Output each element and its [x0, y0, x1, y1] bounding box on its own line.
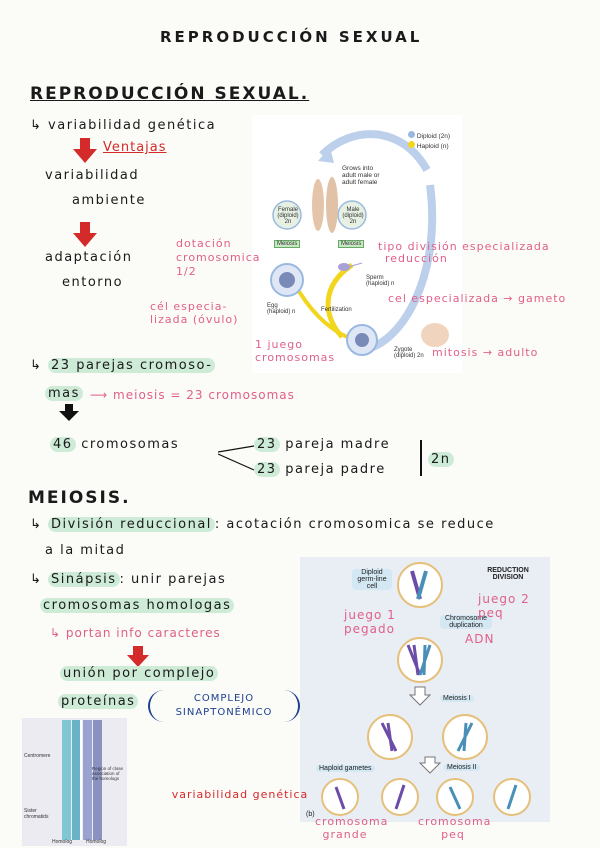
- annotation-ovulo: cél especia- lizada (óvulo): [150, 300, 239, 326]
- annotation-dotacion: dotación cromosomica 1/2: [176, 237, 261, 278]
- reduction-drawing: [321, 562, 531, 816]
- arrow-curve-icon: ↳: [50, 626, 66, 640]
- down-arrow-icon: [73, 138, 97, 163]
- adaptacion-1: adaptación: [45, 250, 133, 265]
- union-line: unión por complejo: [60, 666, 219, 681]
- annotation-variabilidad: variabilidad genética: [171, 788, 309, 801]
- down-arrow-icon: [59, 404, 79, 421]
- sperm-label: Sperm (haploid) n: [366, 275, 395, 287]
- pareja-madre: 23 pareja madre: [254, 437, 390, 452]
- complejo-sinaptonemico: COMPLEJO SINAPTONÉMICO: [148, 690, 300, 722]
- meiosis-1-label: Meiosis I: [440, 695, 474, 702]
- annotation-juego1: juego 1 pegado: [344, 608, 396, 636]
- brace-line: [420, 440, 422, 476]
- figure-b-label: (b): [306, 811, 315, 818]
- fertilization-label: Fertilization: [321, 307, 352, 313]
- two-n: 2n: [428, 452, 454, 467]
- meiosis-right-box: Meiosis: [338, 240, 365, 248]
- pareja-padre: 23 pareja padre: [254, 462, 386, 477]
- reduction-title: REDUCTION DIVISION: [487, 567, 529, 581]
- variabilidad-ambiente-1: variabilidad: [45, 168, 140, 183]
- parejas-line: ↳ 23 parejas cromoso-: [30, 358, 216, 373]
- annotation-mitosis: mitosis → adulto: [432, 346, 539, 359]
- proteinas-line: proteínas: [58, 694, 139, 709]
- sinapsis-line: ↳ Sinápsis: unir parejas: [30, 572, 227, 587]
- male-label: Male (diploid) 2n: [342, 207, 364, 225]
- sister-label: Sister chromatids: [24, 808, 49, 820]
- synapsis-drawing: [62, 720, 102, 840]
- arrow-l-icon: ↳: [30, 358, 49, 373]
- synapsis-figure: Centromere Region of close association o…: [22, 718, 127, 846]
- zygote-label: Zygote (diploid) 2n: [394, 347, 424, 359]
- variabilidad-ambiente-2: ambiente: [72, 193, 146, 208]
- life-cycle-figure: Diploid (2n) Haploid (n) Grows into adul…: [252, 115, 462, 373]
- chromosome-dup-label: Chromosome duplication: [440, 615, 492, 629]
- meiosis-left-box: Meiosis: [274, 240, 301, 248]
- annotation-cromosoma-grande: cromosoma grande: [315, 815, 389, 841]
- section-heading-meiosis: MEIOSIS.: [28, 488, 131, 508]
- annotation-tipo-division: tipo división especializada: [378, 240, 550, 253]
- arrow-l-icon: ↳: [30, 572, 49, 587]
- homolog-label-1: Homolog: [52, 839, 73, 845]
- arrow-right-icon: ⟶: [90, 388, 114, 402]
- total-cromosomas: 46 cromosomas: [50, 437, 179, 452]
- legend-haploid: Haploid (n): [408, 141, 449, 150]
- annotation-reduccion: reducción: [385, 252, 448, 265]
- section-heading-reproduccion: REPRODUCCIÓN SEXUAL.: [30, 84, 310, 104]
- female-label: Female (diploid) 2n: [277, 207, 299, 225]
- meiosis-2-label: Meiosis II: [444, 764, 480, 771]
- homologas-line: cromosomas homologas: [40, 598, 235, 613]
- diploid-cell-label: Diploid germ-line cell: [352, 569, 392, 590]
- annotation-cel-especializada: cel especializada → gameto: [388, 292, 567, 305]
- arrow-l-icon: ↳: [30, 118, 49, 133]
- arrow-l-icon: ↳: [30, 517, 49, 532]
- meiosis-equation: ⟶ meiosis = 23 cromosomas: [90, 388, 295, 402]
- haploid-swatch: [408, 141, 415, 148]
- legend-diploid: Diploid (2n): [408, 131, 450, 140]
- homolog-label-2: Homolog: [86, 839, 107, 845]
- haploid-gametes-label: Haploid gametes: [316, 765, 375, 772]
- page-title: REPRODUCCIÓN SEXUAL: [160, 28, 423, 46]
- parejas-line-2: mas: [45, 386, 83, 401]
- ventajas-label: Ventajas: [103, 140, 167, 155]
- centromere-label: Centromere: [24, 753, 51, 759]
- region-label: Region of close association of the homol…: [92, 766, 124, 781]
- branch-lines: [218, 445, 255, 471]
- annotation-juego: 1 juego cromosomas: [255, 338, 336, 364]
- portan-line: ↳ portan info caracteres: [50, 626, 221, 640]
- down-arrow-icon: [127, 646, 149, 667]
- annotation-cromosoma-peq: cromosoma peq: [418, 815, 492, 841]
- annotation-juego2: juego 2 peq: [478, 592, 530, 620]
- division-line-2: a la mitad: [45, 543, 126, 558]
- cycle-arrows: [270, 130, 449, 356]
- reduction-division-figure: REDUCTION DIVISION Diploid germ-line cel…: [300, 557, 550, 822]
- annotation-adn: ADN: [465, 632, 495, 646]
- egg-label: Egg (haploid) n: [267, 303, 296, 315]
- variabilidad-line: ↳ variabilidad genética: [30, 118, 217, 133]
- adaptacion-2: entorno: [62, 275, 124, 290]
- grows-label: Grows into adult male or adult female: [342, 165, 380, 186]
- down-arrow-icon: [73, 222, 97, 247]
- division-line: ↳ División reduccional: acotación cromos…: [30, 517, 495, 532]
- diploid-swatch: [408, 131, 415, 138]
